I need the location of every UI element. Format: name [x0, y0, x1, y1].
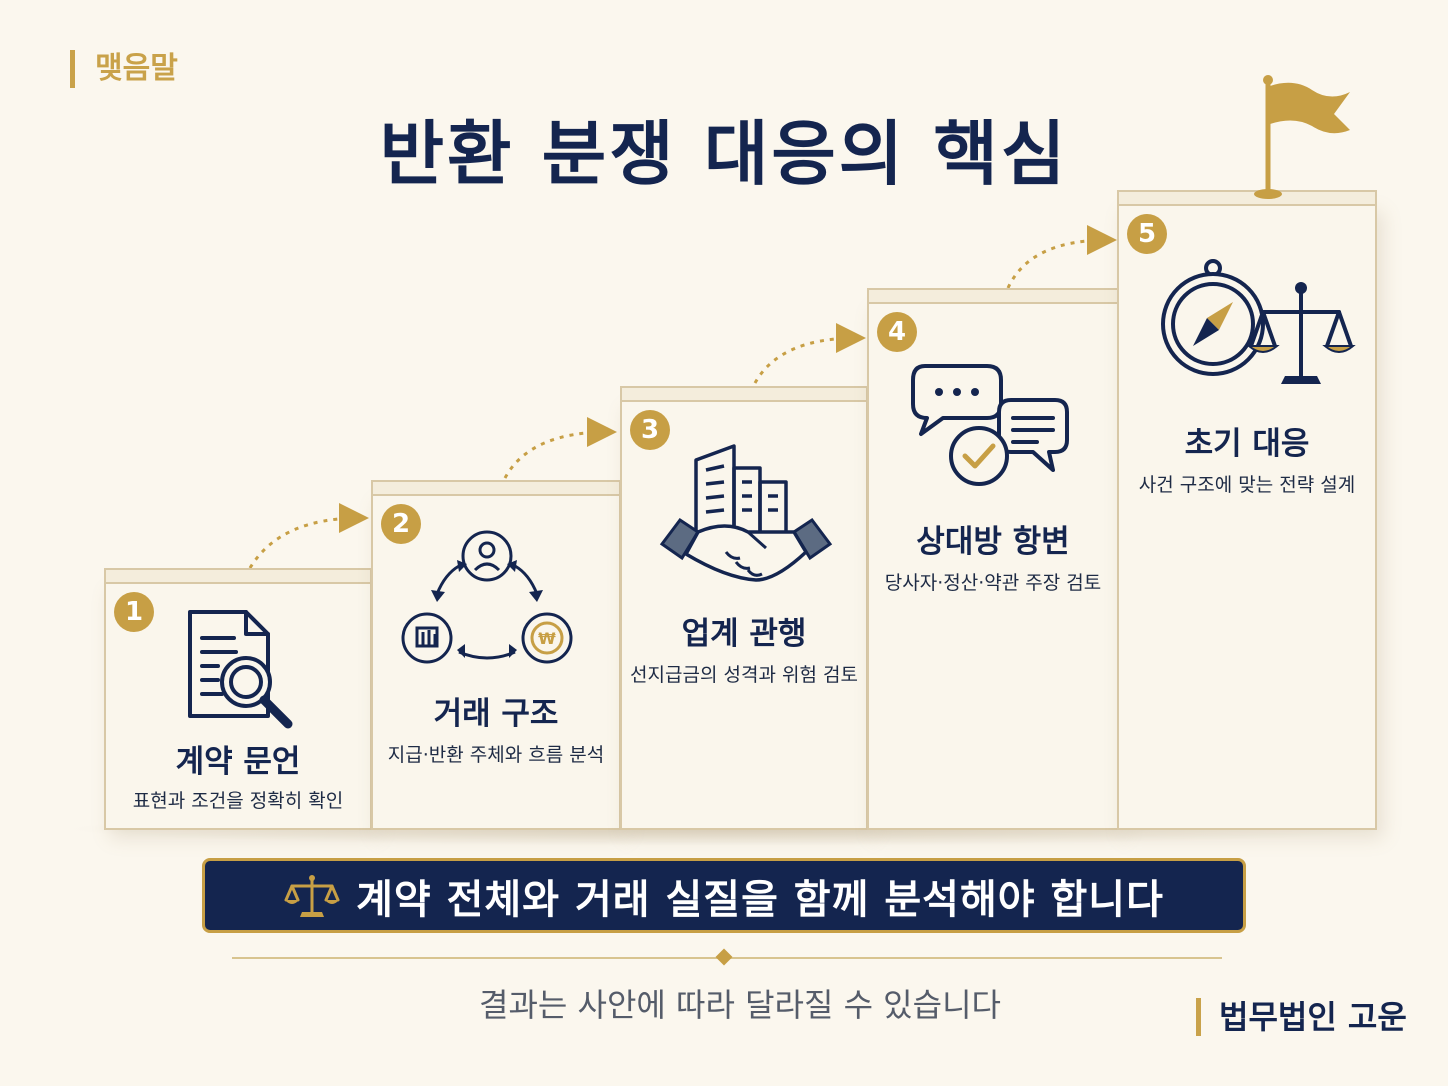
step-number-badge: 1	[114, 592, 154, 632]
step-desc: 표현과 조건을 정확히 확인	[132, 790, 344, 812]
step-title: 상대방 항변	[916, 524, 1070, 560]
section-label: 맺음말	[70, 50, 178, 88]
step-1-card: 1 계약 문언 표현과 조건을 정확히 확인	[104, 568, 372, 830]
step-number-badge: 5	[1127, 214, 1167, 254]
step-number-badge: 3	[630, 410, 670, 450]
arrow-1-2	[248, 503, 369, 569]
step-4-card: 4 상대방 항변 당사자·정산·약관 주장 검토	[867, 288, 1119, 830]
firm-name: 법무법인 고운	[1196, 998, 1407, 1036]
step-cap	[371, 480, 621, 496]
step-5-card: 5 초기 대응 사건 구조에 맞는 전략 설계	[1117, 190, 1377, 830]
step-desc: 사건 구조에 맞는 전략 설계	[1138, 474, 1356, 496]
chat-bubbles-check-icon	[911, 364, 1069, 486]
step-cap	[104, 568, 372, 584]
step-number-badge: 4	[877, 312, 917, 352]
step-number-badge: 2	[381, 504, 421, 544]
step-title: 초기 대응	[1184, 426, 1310, 462]
step-desc: 선지급금의 성격과 위험 검토	[630, 664, 858, 686]
flag-icon	[1254, 75, 1350, 199]
step-desc: 당사자·정산·약관 주장 검토	[884, 572, 1102, 594]
step-title: 계약 문언	[175, 744, 301, 780]
step-cap	[1117, 190, 1377, 206]
page-title: 반환 분쟁 대응의 핵심	[379, 113, 1069, 195]
document-search-icon	[188, 610, 293, 729]
banner-text: 계약 전체와 거래 실질을 함께 분석해야 합니다	[356, 876, 1164, 923]
building-handshake-icon	[659, 444, 833, 582]
step-2-card: 2 ₩ 거래 구조 지급·반환 주체와 흐름 분석	[371, 480, 621, 830]
disclaimer-text: 결과는 사안에 따라 달라질 수 있습니다	[479, 986, 1001, 1024]
scales-icon	[284, 874, 340, 917]
cycle-flow-icon: ₩	[401, 530, 573, 664]
step-cap	[867, 288, 1119, 304]
step-desc: 지급·반환 주체와 흐름 분석	[387, 744, 605, 766]
key-message-banner: 계약 전체와 거래 실질을 함께 분석해야 합니다	[202, 858, 1246, 933]
step-cap	[620, 386, 868, 402]
svg-text:₩: ₩	[538, 629, 556, 648]
step-3-card: 3 업계 관행 선지급금의 성격과 위험 검토	[620, 386, 868, 830]
compass-scales-icon	[1161, 259, 1356, 384]
step-title: 거래 구조	[433, 696, 559, 732]
arrow-4-5	[1006, 225, 1117, 289]
arrow-3-4	[753, 323, 866, 384]
arrow-2-3	[503, 417, 617, 479]
step-title: 업계 관행	[681, 616, 807, 652]
